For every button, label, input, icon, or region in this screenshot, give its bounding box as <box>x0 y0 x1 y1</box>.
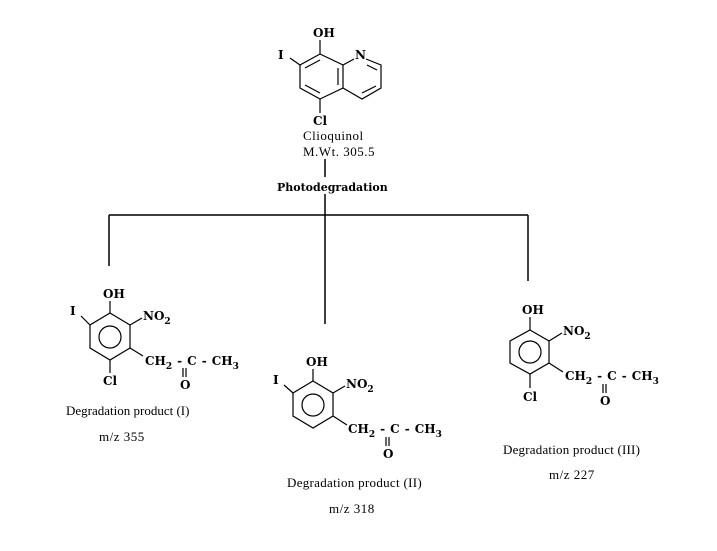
nitro-label: NO2 <box>563 324 591 342</box>
double-bond <box>366 64 378 71</box>
acetonyl-chain: CH2-C-CH3 <box>565 369 659 387</box>
no2-bond <box>332 385 346 394</box>
molecular-weight: M.Wt. 305.5 <box>303 144 375 159</box>
acetonyl-chain: CH2-C-CH3 <box>145 354 239 372</box>
i-bond <box>283 384 294 394</box>
acetonyl-chain: CH2-C-CH3 <box>348 422 442 440</box>
quinoline-benzene-ring <box>299 53 344 100</box>
nitrogen-label: N <box>355 48 366 62</box>
benzene-ring <box>292 380 334 429</box>
oh-label: OH <box>103 287 125 301</box>
pyridine-bonds <box>342 58 382 100</box>
benzene-ring <box>509 329 550 375</box>
oxygen-label: O <box>383 447 393 461</box>
double-bond <box>304 84 321 94</box>
oxygen-label: O <box>600 394 610 408</box>
oh-label: OH <box>522 303 544 317</box>
process-label: Photodegradation <box>277 181 388 194</box>
product-3-name: Degradation product (III) <box>503 442 640 457</box>
i-bond <box>80 315 91 326</box>
no2-bond <box>548 332 563 342</box>
aromatic-circle <box>98 325 122 349</box>
i-bond <box>289 57 301 66</box>
double-bond <box>304 59 321 69</box>
oh-label: OH <box>313 26 335 40</box>
ch2-bond <box>548 362 564 373</box>
oh-label: OH <box>306 355 328 369</box>
nitro-label: NO2 <box>143 309 171 327</box>
iodine-label: I <box>70 304 76 318</box>
no2-bond <box>129 317 143 326</box>
clioquinol-structure: OH I N Cl <box>278 26 382 128</box>
product-3-mz: m/z 227 <box>549 467 595 482</box>
chlorine-label: Cl <box>313 114 328 128</box>
quinoline-pyridine-ring <box>342 58 355 66</box>
aromatic-circle <box>301 393 325 417</box>
product-2-structure: OH I NO2 CH2-C-CH3 O <box>273 355 442 461</box>
product-2-mz: m/z 318 <box>329 501 375 516</box>
oxygen-label: O <box>180 378 190 392</box>
ch2-bond <box>129 347 144 357</box>
iodine-label: I <box>273 373 279 387</box>
nitro-label: NO2 <box>346 377 374 395</box>
ch2-bond <box>332 415 348 426</box>
aromatic-circle <box>518 340 542 364</box>
product-1-name: Degradation product (I) <box>66 403 189 418</box>
product-1-structure: OH I NO2 Cl CH2-C-CH3 O <box>70 287 239 392</box>
product-2-name: Degradation product (II) <box>287 475 422 490</box>
iodine-label: I <box>278 48 284 62</box>
chlorine-label: Cl <box>523 390 538 404</box>
chlorine-label: Cl <box>103 374 118 388</box>
compound-name: Clioquinol <box>303 128 364 143</box>
product-3-structure: OH NO2 Cl CH2-C-CH3 O <box>509 303 659 408</box>
benzene-ring <box>89 312 131 361</box>
product-1-mz: m/z 355 <box>99 429 145 444</box>
double-bond <box>361 85 377 94</box>
